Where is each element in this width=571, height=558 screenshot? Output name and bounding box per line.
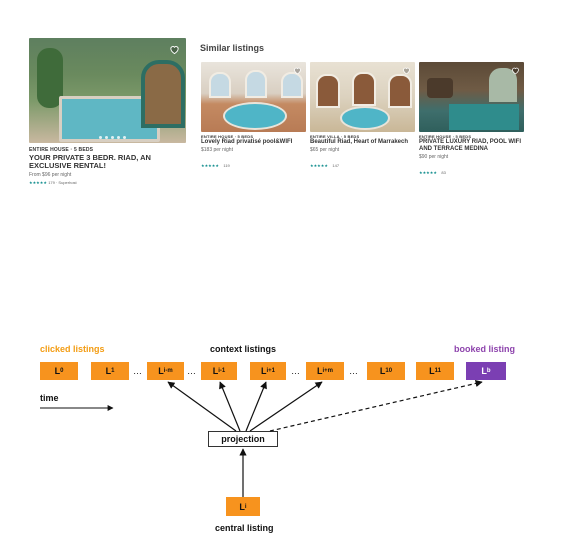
- plant-decoration: [37, 48, 63, 108]
- main-listing-title[interactable]: YOUR PRIVATE 3 BEDR. RIAD, AN EXCLUSIVE …: [29, 153, 151, 170]
- similar-listing-price: $65 per night: [310, 147, 340, 153]
- booked-listing-label: booked listing: [454, 344, 516, 354]
- projection-arrow-booked: [269, 379, 483, 432]
- similar-listing-photo[interactable]: [201, 62, 306, 132]
- pool-shape: [340, 106, 390, 130]
- projection-arrow-i+m: [249, 381, 323, 432]
- similar-listing-reviews: 147: [332, 163, 340, 168]
- main-listing-price: From $96 per night: [29, 172, 72, 178]
- similar-listing-title[interactable]: Lovely Riad privatisé pool&WIFI: [201, 139, 293, 145]
- projection-box: projection: [208, 431, 278, 447]
- main-listing-rating: ★★★★★ 179 · Superhost: [29, 180, 77, 185]
- armchair-shape: [427, 78, 453, 98]
- time-label: time: [40, 393, 59, 403]
- similar-listing-type: ENTIRE HOUSE · 5 BEDS: [419, 134, 472, 139]
- similar-listing-reviews: 119: [223, 163, 230, 168]
- heart-icon[interactable]: [511, 66, 520, 75]
- arch-window: [245, 70, 267, 98]
- similar-listing-rating: ★★★★★ 147: [310, 154, 339, 172]
- similar-listing-title[interactable]: PRIVATE LUXURY RIAD, POOL WIFI AND TERRA…: [419, 139, 522, 152]
- similar-listing-photo[interactable]: [419, 62, 524, 132]
- pool-shape: [449, 104, 519, 130]
- similar-listing-photo[interactable]: [310, 62, 415, 132]
- main-listing-type: ENTIRE HOUSE · 5 BEDS: [29, 147, 94, 153]
- star-icon: ★★★★★: [201, 163, 219, 168]
- arch-window: [281, 72, 303, 98]
- arch-window: [489, 68, 517, 102]
- ellipsis: …: [291, 366, 300, 376]
- similar-listing-rating: ★★★★★ 83: [419, 161, 446, 179]
- star-icon: ★★★★★: [29, 180, 47, 185]
- projection-arrow-i+1: [245, 381, 267, 432]
- main-listing-reviews: 179 · Superhost: [48, 180, 77, 185]
- photo-carousel-dots[interactable]: [99, 136, 126, 139]
- heart-icon[interactable]: [169, 44, 180, 55]
- heart-icon[interactable]: [293, 66, 302, 75]
- arch-doorway: [316, 74, 340, 108]
- pool-shape: [223, 102, 287, 130]
- arch-window: [209, 72, 231, 98]
- arch-doorway: [352, 72, 376, 106]
- clicked-listings-label: clicked listings: [40, 344, 105, 354]
- projection-arrow-i-m: [167, 381, 237, 432]
- arch-doorway: [388, 74, 412, 108]
- projection-arrow-i-1: [219, 381, 241, 432]
- heart-icon[interactable]: [402, 66, 411, 75]
- similar-listing-type: ENTIRE VILLA · 5 BEDS: [310, 134, 360, 139]
- ellipsis: …: [187, 366, 196, 376]
- similar-listing-title[interactable]: Beautiful Riad, Heart of Marrakech: [310, 139, 409, 145]
- similar-listing-price: $90 per night: [419, 154, 449, 160]
- star-icon: ★★★★★: [419, 170, 437, 175]
- ellipsis: …: [349, 366, 358, 376]
- central-listing-label: central listing: [215, 523, 274, 533]
- similar-listing-price: $183 per night: [201, 147, 233, 153]
- main-listing-photo[interactable]: [29, 38, 186, 143]
- similar-listing-type: ENTIRE HOUSE · 5 BEDS: [201, 134, 254, 139]
- similar-listings-heading: Similar listings: [200, 43, 265, 53]
- context-listings-label: context listings: [210, 344, 277, 354]
- ellipsis: …: [133, 366, 142, 376]
- similar-listing-rating: ★★★★★ 119: [201, 154, 230, 172]
- star-icon: ★★★★★: [310, 163, 328, 168]
- arch-doorway: [141, 60, 185, 128]
- similar-listing-reviews: 83: [441, 170, 446, 175]
